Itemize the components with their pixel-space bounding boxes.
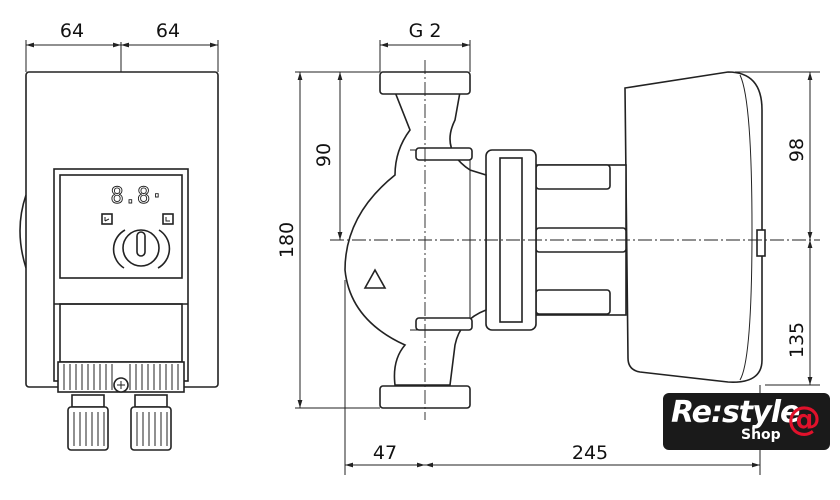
side-bulge bbox=[19, 194, 27, 269]
restyle-shop-logo: Re:style Shop @ bbox=[663, 393, 830, 450]
pump-housing bbox=[344, 91, 487, 386]
display-panel bbox=[59, 174, 183, 279]
front-view: 64 64 8.8· bbox=[19, 20, 219, 451]
cart-at-icon: @ bbox=[787, 399, 821, 439]
dim-64-right: 64 bbox=[156, 20, 180, 42]
motor-cover bbox=[624, 71, 763, 383]
display-readout: 8.8· bbox=[111, 184, 164, 209]
dim-47: 47 bbox=[373, 442, 397, 464]
flow-direction-arrow bbox=[363, 268, 387, 289]
mode-icon-right bbox=[162, 213, 174, 225]
ribs bbox=[63, 364, 179, 390]
dim-98: 98 bbox=[786, 138, 808, 162]
control-knob[interactable] bbox=[112, 229, 171, 269]
dim-90: 90 bbox=[313, 143, 335, 167]
dim-180: 180 bbox=[276, 222, 298, 258]
terminal-cover bbox=[59, 303, 183, 363]
mode-icon-left bbox=[101, 213, 113, 225]
dim-245: 245 bbox=[572, 442, 608, 464]
dim-g2: G 2 bbox=[409, 20, 442, 42]
cable-gland-right bbox=[130, 394, 172, 451]
dim-135: 135 bbox=[786, 322, 808, 358]
side-view: G 2 180 90 98 135 47 245 bbox=[276, 20, 820, 475]
logo-sub: Shop bbox=[741, 427, 781, 443]
logo-brand: Re:style bbox=[671, 395, 800, 430]
cable-gland-left bbox=[67, 394, 109, 451]
dim-64-left: 64 bbox=[60, 20, 84, 42]
